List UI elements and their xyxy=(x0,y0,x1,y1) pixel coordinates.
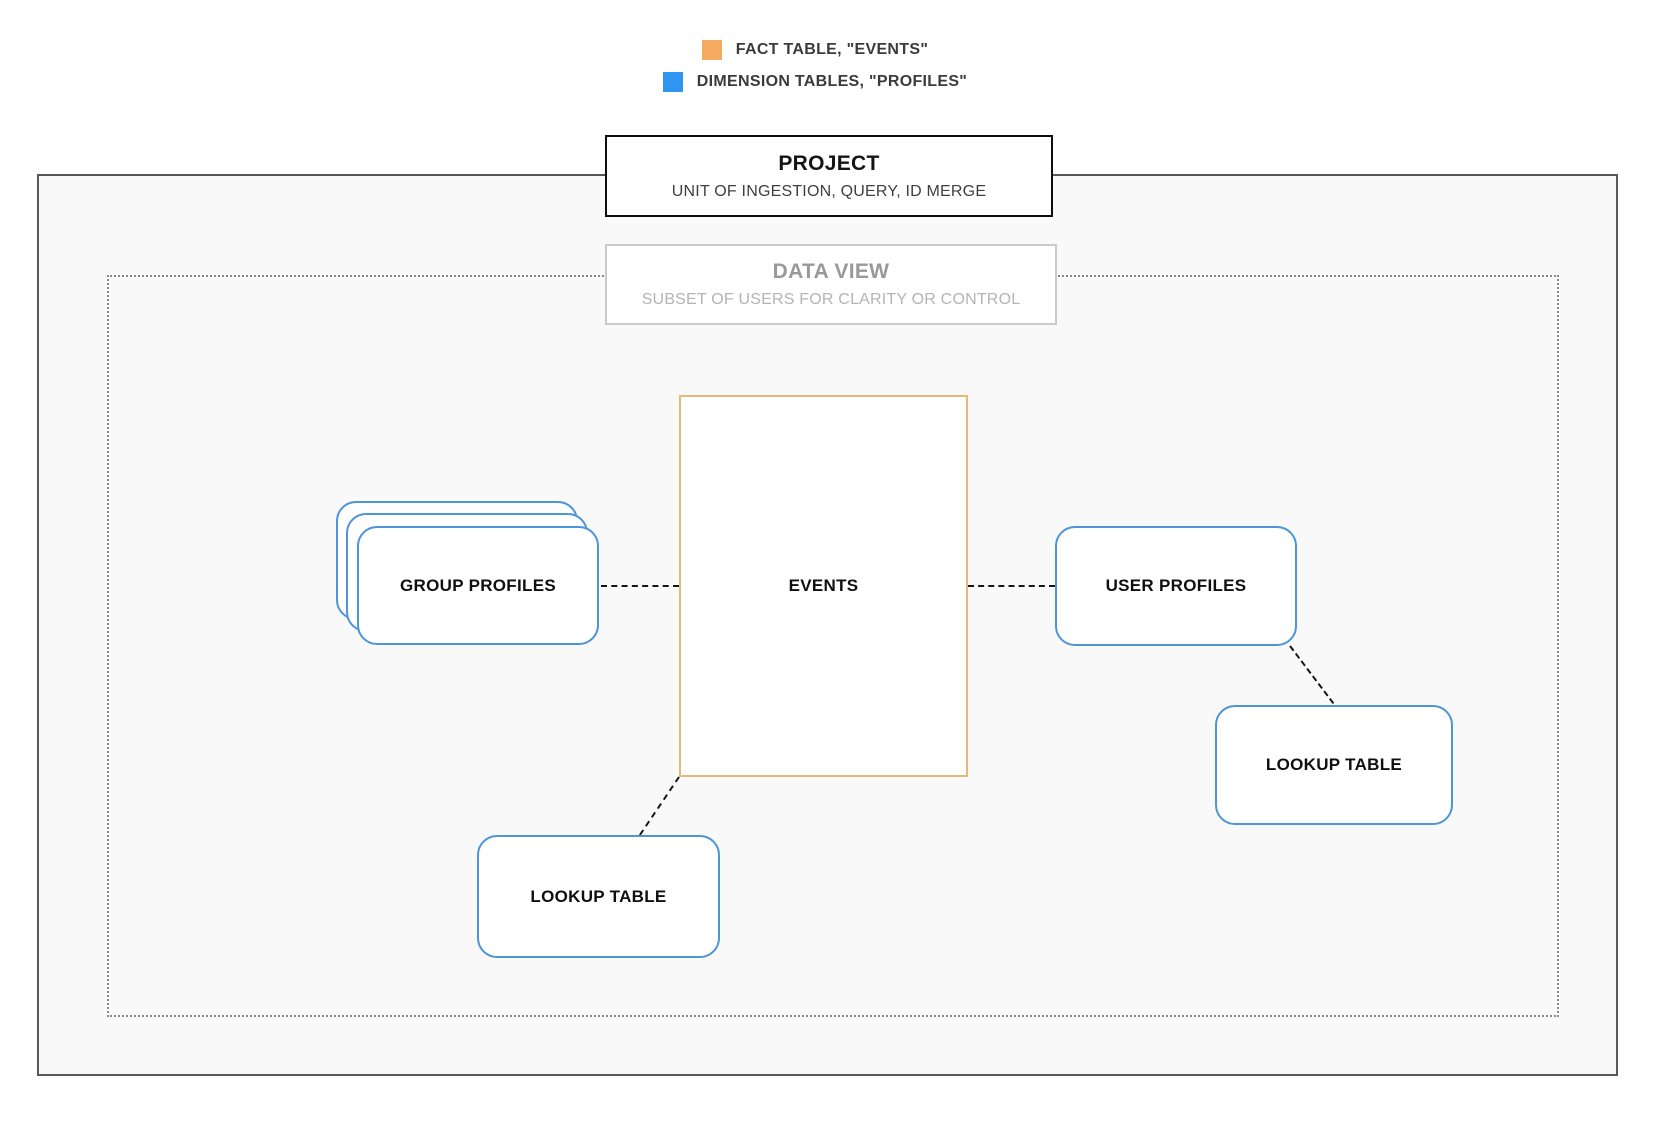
project-title: PROJECT xyxy=(778,151,880,175)
legend-item-fact: FACT TABLE, "EVENTS" xyxy=(701,40,929,60)
events-label: EVENTS xyxy=(788,576,859,595)
node-events: EVENTS xyxy=(679,395,968,777)
legend: FACT TABLE, "EVENTS" DIMENSION TABLES, "… xyxy=(0,40,1630,92)
node-lookup-table-bottom: LOOKUP TABLE xyxy=(477,835,720,958)
data-view-box: DATA VIEW SUBSET OF USERS FOR CLARITY OR… xyxy=(605,244,1057,325)
fact-table-swatch-icon xyxy=(701,40,722,60)
legend-label-fact: FACT TABLE, "EVENTS" xyxy=(735,41,929,58)
data-view-title: DATA VIEW xyxy=(772,260,890,283)
legend-label-dimension: DIMENSION TABLES, "PROFILES" xyxy=(696,73,968,90)
dimension-table-swatch-icon xyxy=(662,72,683,92)
connector-events-user-profiles xyxy=(968,585,1055,587)
project-subtitle: UNIT OF INGESTION, QUERY, ID MERGE xyxy=(671,182,987,200)
group-profiles-label: GROUP PROFILES xyxy=(400,575,556,595)
node-user-profiles: USER PROFILES xyxy=(1055,526,1297,646)
connector-group-profiles-events xyxy=(601,585,679,587)
lookup-table-right-label: LOOKUP TABLE xyxy=(1265,755,1403,774)
data-view-subtitle: SUBSET OF USERS FOR CLARITY OR CONTROL xyxy=(641,291,1021,308)
project-box: PROJECT UNIT OF INGESTION, QUERY, ID MER… xyxy=(605,135,1053,217)
node-lookup-table-right: LOOKUP TABLE xyxy=(1215,705,1453,825)
node-group-profiles: GROUP PROFILES xyxy=(357,526,599,645)
legend-item-dimension: DIMENSION TABLES, "PROFILES" xyxy=(662,72,968,92)
lookup-table-bottom-label: LOOKUP TABLE xyxy=(530,886,667,906)
user-profiles-label: USER PROFILES xyxy=(1105,576,1247,595)
